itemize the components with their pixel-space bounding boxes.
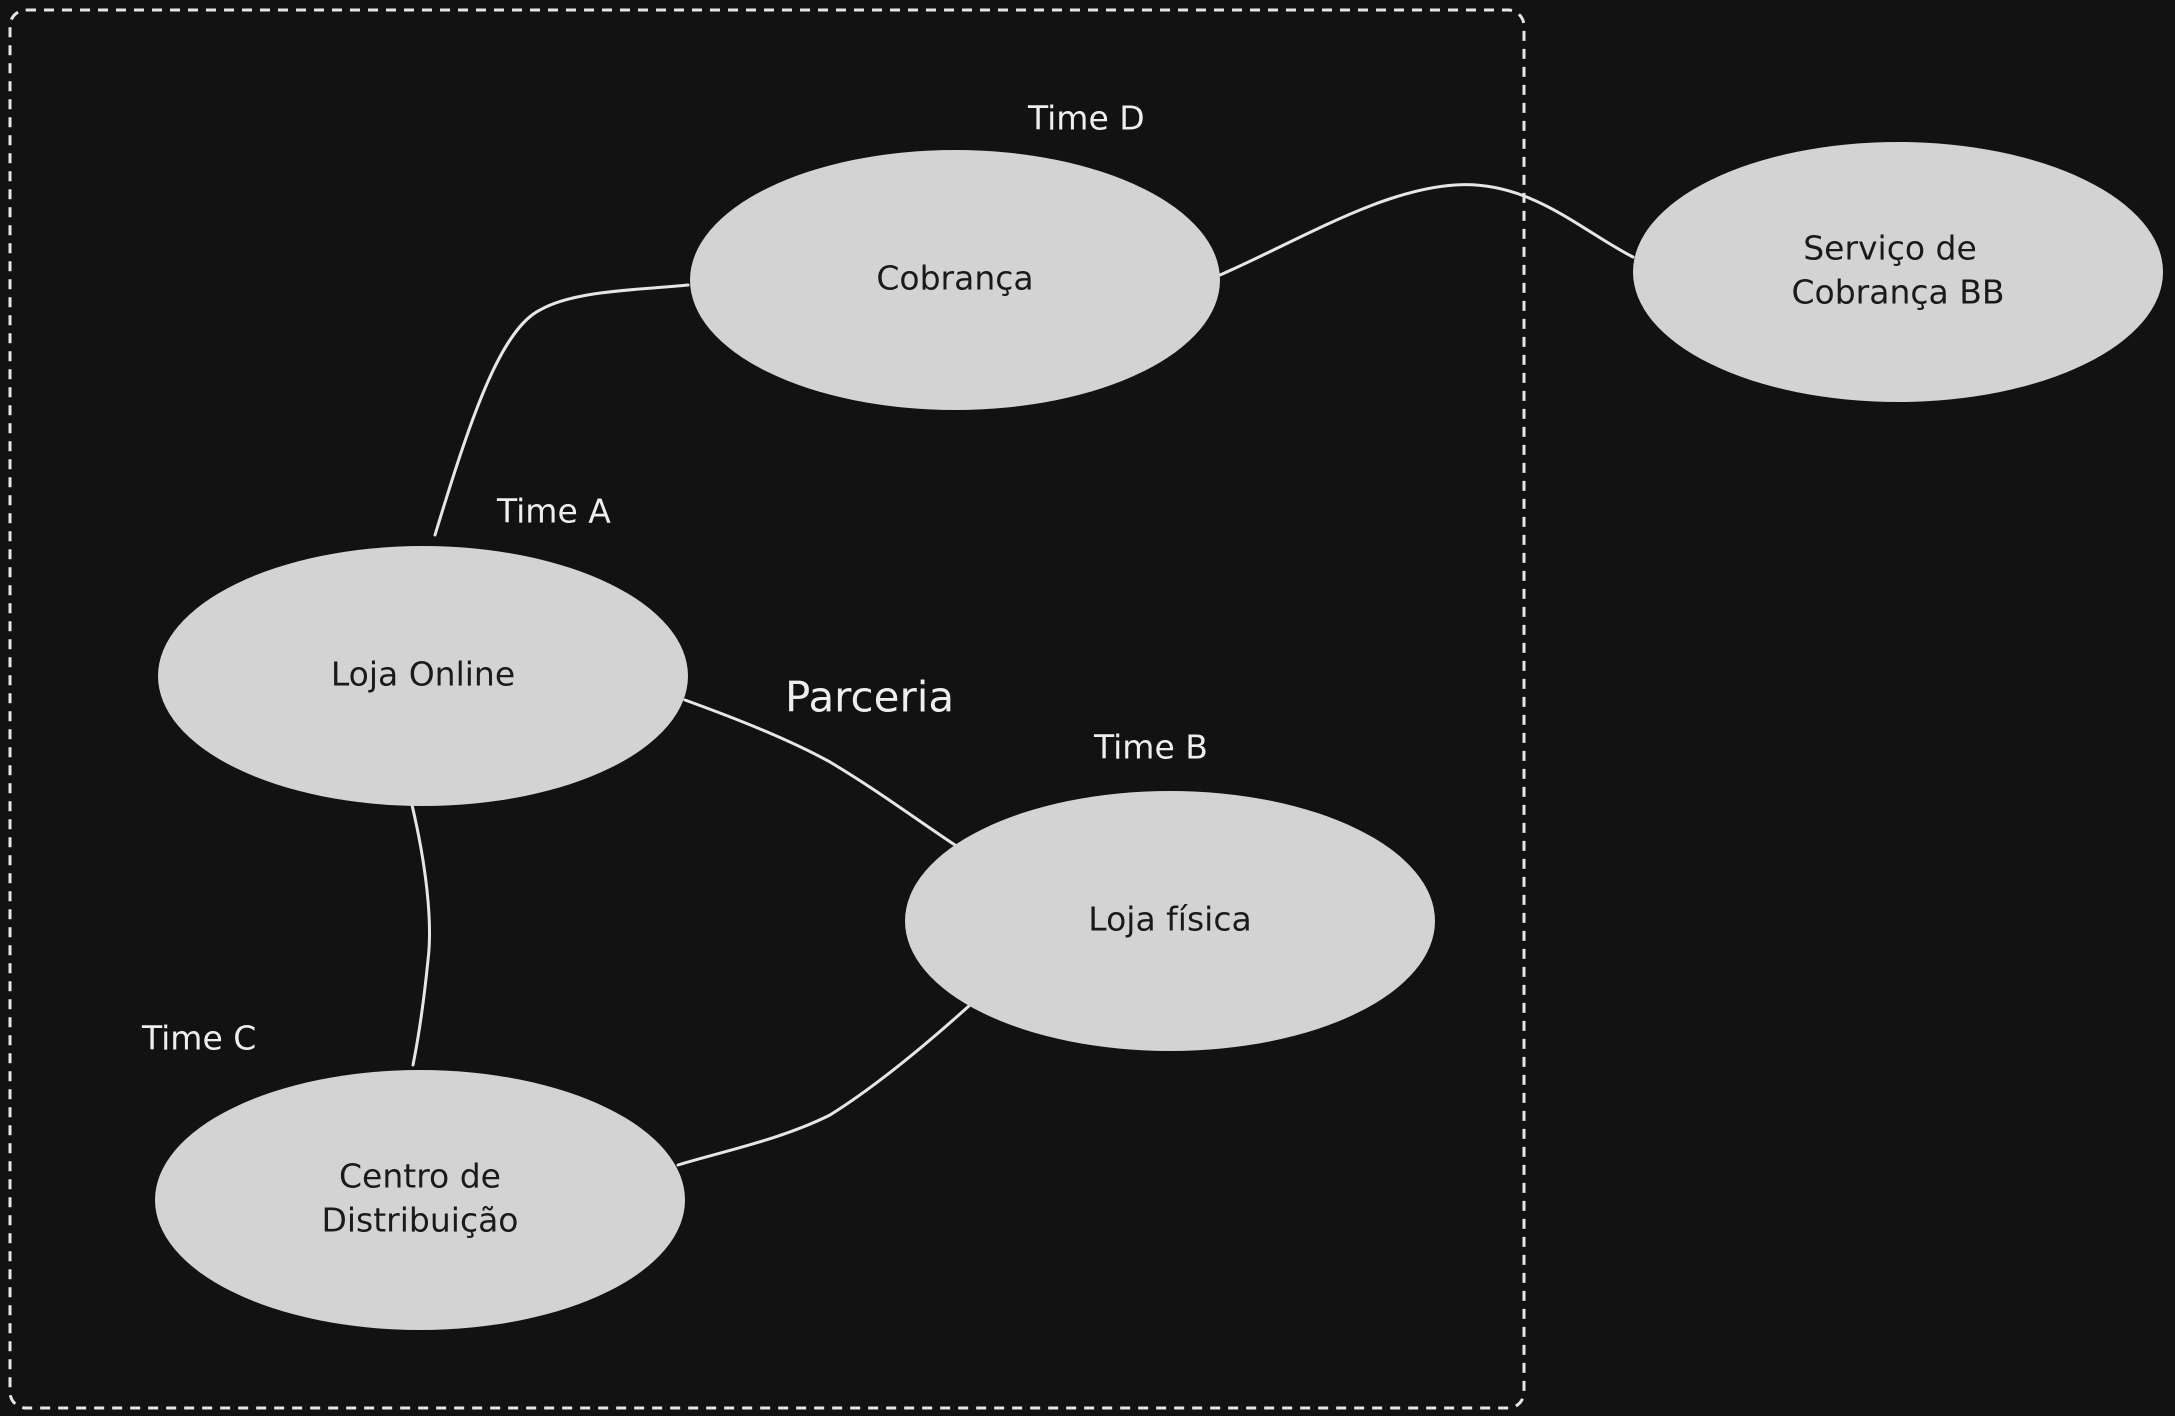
node-cobranca-label: Cobrança: [876, 259, 1033, 298]
node-centro-distribuicao-label-line1: Centro de: [339, 1157, 501, 1196]
team-label-time-b: Time B: [1093, 728, 1208, 767]
edge-loja-online-cobranca: [433, 283, 690, 537]
edge-loja-fisica-centro-distribuicao: [676, 1003, 972, 1167]
edge-label-parceria: Parceria: [785, 673, 954, 722]
node-loja-online[interactable]: Loja Online: [158, 546, 688, 806]
edge-loja-online-loja-fisica: [683, 698, 957, 847]
edges: [410, 183, 1635, 1167]
node-centro-distribuicao-label-line2: Distribuição: [321, 1201, 518, 1240]
team-label-time-d: Time D: [1027, 99, 1145, 138]
team-label-time-c: Time C: [141, 1019, 256, 1058]
team-label-time-a: Time A: [496, 492, 611, 531]
node-loja-online-shape: [158, 546, 688, 806]
node-servico-cobranca-bb[interactable]: Serviço de Cobrança BB: [1633, 142, 2163, 402]
edge-loja-online-centro-distribuicao: [410, 803, 431, 1067]
node-cobranca-shape: [690, 150, 1220, 410]
system-boundary: [8, 8, 1526, 1410]
node-centro-distribuicao-shape: [155, 1070, 685, 1330]
node-loja-fisica-label: Loja física: [1088, 900, 1251, 939]
edge-cobranca-servico-cobranca-bb: [1218, 183, 1635, 277]
node-loja-fisica[interactable]: Loja física: [905, 791, 1435, 1051]
node-cobranca[interactable]: Cobrança: [690, 150, 1220, 410]
node-servico-cobranca-bb-shape: [1633, 142, 2163, 402]
node-servico-cobranca-bb-label-line2: Cobrança BB: [1791, 273, 2004, 312]
node-servico-cobranca-bb-label-line1: Serviço de: [1803, 229, 1977, 268]
node-loja-fisica-shape: [905, 791, 1435, 1051]
node-centro-distribuicao[interactable]: Centro de Distribuição: [155, 1070, 685, 1330]
node-loja-online-label: Loja Online: [331, 655, 515, 694]
